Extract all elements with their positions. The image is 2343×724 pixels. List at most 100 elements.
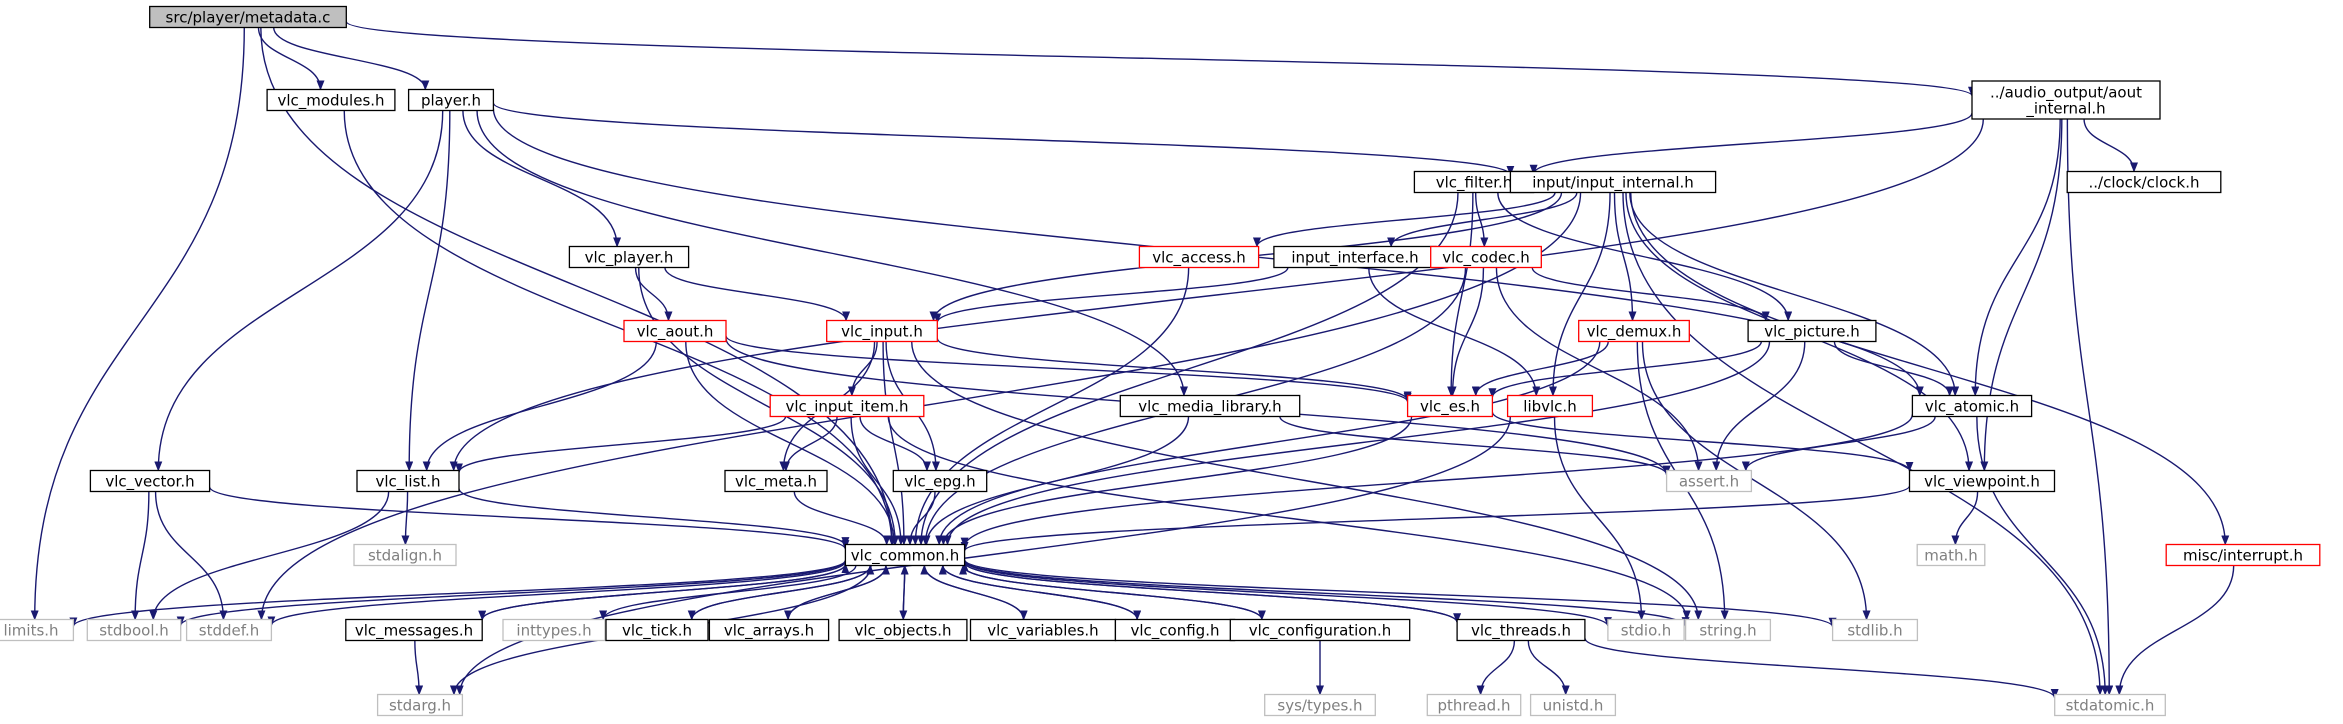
edge-path (476, 110, 1188, 397)
edge-path (935, 341, 1601, 546)
node-vlc-epg-h[interactable]: vlc_epg.h (892, 469, 988, 493)
node-vlc-atomic-h[interactable]: vlc_atomic.h (1911, 394, 2033, 418)
node-input-internal-h[interactable]: input/input_internal.h (1509, 170, 1717, 194)
node-label: stdatomic.h (2066, 697, 2155, 715)
edge-path (1971, 118, 2061, 397)
edge-path (1630, 192, 2230, 546)
node-box (1747, 319, 1877, 343)
node-label: vlc_media_library.h (1138, 398, 1281, 417)
node-vlc-filter-h[interactable]: vlc_filter.h (1413, 170, 1535, 194)
node-vlc-picture-h[interactable]: vlc_picture.h (1747, 319, 1877, 343)
edge-path (787, 564, 890, 620)
edge-vlc_variables_h-to-vlc_common_h (920, 564, 1025, 620)
node-label: vlc_tick.h (622, 622, 692, 641)
node-label: vlc_viewpoint.h (1924, 473, 2040, 492)
node-label: pthread.h (1438, 697, 1511, 715)
nodes-layer: src/player/metadata.c vlc_modules.h player… (0, 5, 2321, 717)
edge-vlc_codec_h-to-vlc_es_h (1448, 267, 1485, 397)
node-libvlc-h[interactable]: libvlc.h (1506, 394, 1594, 418)
node-vlc-common-h[interactable]: vlc_common.h (844, 543, 966, 567)
node-vlc-variables-h[interactable]: vlc_variables.h (969, 618, 1117, 642)
node-label: stdbool.h (99, 622, 169, 640)
node-vlc-input-item-h[interactable]: vlc_input_item.h (769, 394, 925, 418)
node-vlc-vector-h[interactable]: vlc_vector.h (89, 469, 211, 493)
node-vlc-objects-h[interactable]: vlc_objects.h (838, 618, 968, 642)
node-vlc-viewpoint-h[interactable]: vlc_viewpoint.h (1908, 469, 2056, 493)
node-vlc-input-h[interactable]: vlc_input.h (826, 319, 938, 343)
edge-vlc_list_h-to-stdalign_h (401, 491, 410, 546)
edge-path (458, 488, 850, 548)
edge-path (1712, 341, 1806, 472)
edge-vlc_common_h-to-stdbool_h (176, 560, 847, 627)
node-label: _internal.h (2025, 100, 2105, 119)
edge-path (272, 27, 430, 91)
edge-path (1447, 192, 1474, 397)
edge-path (887, 416, 1691, 621)
edge-vlc_threads_h-to-pthread_h (1476, 640, 1516, 696)
node-misc-interrupt-h[interactable]: misc/interrupt.h (2165, 543, 2321, 567)
node-label: input/input_internal.h (1532, 174, 1694, 193)
node-box (838, 618, 968, 642)
edge-vlc_vector_h-to-stddef_h (154, 491, 228, 621)
node-label: vlc_meta.h (735, 473, 817, 492)
node-label: vlc_modules.h (277, 92, 384, 111)
edge-path (793, 491, 891, 546)
edge-path (922, 416, 1190, 546)
node-vlc-meta-h[interactable]: vlc_meta.h (724, 469, 828, 493)
node-label: vlc_common.h (851, 547, 959, 566)
edge-path (1488, 341, 1763, 399)
node-vlc-es-h[interactable]: vlc_es.h (1406, 394, 1494, 418)
edge-vlc_input_item_h-to-vlc_epg_h (859, 416, 931, 472)
node-box (353, 543, 457, 567)
node-box (1607, 618, 1685, 642)
node-vlc-player-h[interactable]: vlc_player.h (568, 245, 690, 269)
edge-input_interface_h-to-libvlc_h (1368, 267, 1541, 397)
edge-vlc_es_h-to-vlc_viewpoint_h (1491, 411, 1914, 472)
node-vlc-access-h[interactable]: vlc_access.h (1138, 245, 1260, 269)
edge-vlc_aout_h-to-vlc_list_h (422, 341, 658, 472)
edge-path (1976, 416, 2110, 696)
node-vlc-tick-h[interactable]: vlc_tick.h (605, 618, 709, 642)
node-vlc-codec-h[interactable]: vlc_codec.h (1430, 245, 1542, 269)
edge-path (414, 640, 424, 696)
node-vlc-arrays-h[interactable]: vlc_arrays.h (708, 618, 830, 642)
edge-path (1448, 267, 1485, 397)
node-vlc-configuration-h[interactable]: vlc_configuration.h (1229, 618, 1411, 642)
node-stdalign-h: stdalign.h (353, 543, 457, 567)
edge-metadata_c-to-limits_h (30, 27, 245, 621)
edge-path (691, 564, 875, 620)
edge-path (154, 110, 444, 472)
edge-path (959, 564, 1263, 620)
edge-vlc_messages_h-to-stdarg_h (414, 640, 424, 696)
node-input-interface-h[interactable]: input_interface.h (1273, 245, 1437, 269)
node-vlc-demux-h[interactable]: vlc_demux.h (1578, 319, 1690, 343)
node-vlc-aout-h[interactable]: vlc_aout.h (623, 319, 727, 343)
edge-vlc_threads_h-to-unistd_h (1527, 640, 1570, 696)
edge-path (1491, 411, 1914, 472)
edge-input_interface_h-to-vlc_input_h (933, 267, 1289, 324)
edge-path (1613, 192, 1637, 322)
node-vlc-list-h[interactable]: vlc_list.h (356, 469, 460, 493)
node-player-h[interactable]: player.h (407, 88, 495, 112)
node-box (2054, 693, 2166, 717)
node-vlc-media-library-h[interactable]: vlc_media_library.h (1119, 394, 1301, 418)
node-label: vlc_epg.h (904, 473, 975, 492)
edge-path (920, 564, 1025, 620)
node-clock-h[interactable]: ../clock/clock.h (2066, 170, 2222, 194)
edge-vlc_arrays_h-to-vlc_common_h (787, 564, 890, 620)
edge-vlc_input_item_h-to-vlc_meta_h (781, 416, 838, 472)
node-box (1971, 80, 2161, 120)
node-metadata-c[interactable]: src/player/metadata.c (149, 5, 347, 29)
edge-path (149, 491, 390, 621)
node-label: unistd.h (1543, 697, 1604, 715)
node-aout-internal-h[interactable]: ../audio_output/aout_internal.h (1971, 80, 2161, 120)
node-vlc-threads-h[interactable]: vlc_threads.h (1456, 618, 1586, 642)
node-vlc-config-h[interactable]: vlc_config.h (1114, 618, 1236, 642)
edge-vlc_objects_h-to-vlc_common_h (900, 564, 909, 620)
node-label: player.h (421, 92, 481, 110)
node-vlc-messages-h[interactable]: vlc_messages.h (345, 618, 483, 642)
edge-path (911, 267, 1190, 546)
node-vlc-modules-h[interactable]: vlc_modules.h (266, 88, 396, 112)
node-label: vlc_player.h (585, 249, 674, 268)
edge-vlc_common_h-to-stddef_h (267, 561, 847, 627)
